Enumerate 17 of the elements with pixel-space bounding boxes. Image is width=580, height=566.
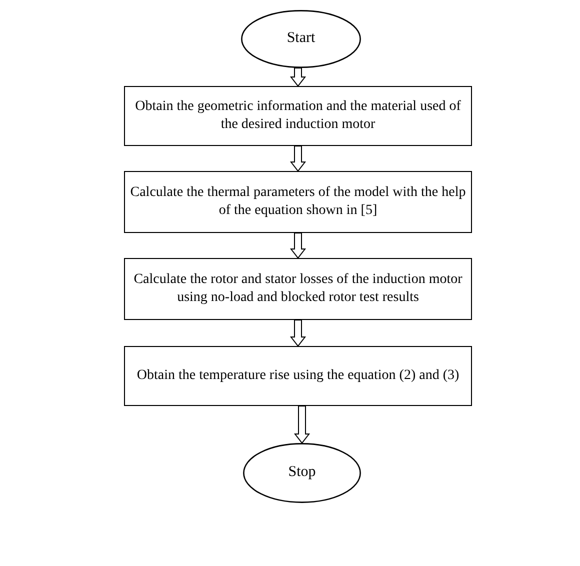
step-text: Obtain the temperature rise using the equation (2) and (3) — [136, 366, 460, 385]
step-text: Calculate the rotor and stator losses of the induction motor using no-load and blocked rotor test results — [132, 270, 464, 307]
process-box — [124, 258, 472, 320]
hollow-arrow — [290, 320, 306, 347]
hollow-arrow — [290, 146, 306, 172]
terminal-label: Start — [286, 29, 316, 48]
process-box — [124, 346, 472, 406]
hollow-arrow — [290, 232, 306, 259]
hollow-arrow — [294, 406, 310, 444]
terminal-ellipse — [243, 443, 361, 503]
terminal-ellipse — [241, 10, 361, 68]
step-text: Obtain the geometric information and the material used of the desired induction motor — [134, 98, 462, 134]
terminal-label: Stop — [288, 463, 316, 482]
step-text: Calculate the thermal parameters of the model with the help of the equation shown in [5] — [129, 184, 467, 220]
process-box — [124, 171, 472, 233]
process-box — [124, 86, 472, 146]
hollow-arrow — [290, 68, 306, 87]
